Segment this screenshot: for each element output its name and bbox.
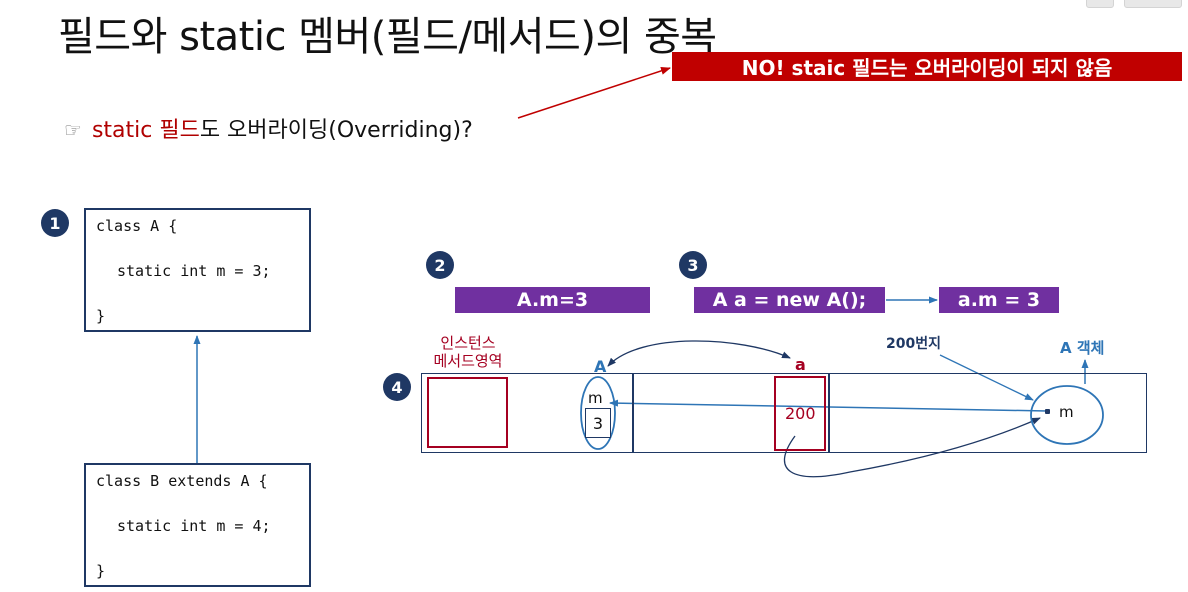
question-highlight: static 필드: [91, 118, 200, 143]
step-badge-4: 4: [383, 373, 411, 401]
code-line: static int m = 4;: [117, 517, 271, 535]
instance-access-expression: a.m = 3: [939, 287, 1059, 313]
method-area-label-line1: 인스턴스: [440, 334, 496, 352]
address-pointer-arrow: [939, 354, 1034, 401]
method-area-box: [427, 377, 508, 448]
step-badge-3: 3: [679, 251, 707, 279]
answer-banner: NO! staic 필드는 오버라이딩이 되지 않음: [672, 52, 1182, 81]
code-line: class A {: [96, 217, 178, 235]
class-b-code: class B extends A { static int m = 4; }: [84, 463, 311, 587]
window-control-left[interactable]: [1086, 0, 1114, 8]
window-control-right[interactable]: [1124, 0, 1182, 8]
method-area-label-line2: 메서드영역: [433, 352, 503, 370]
class-area-ellipse: [580, 376, 616, 450]
pointing-hand-icon: ☞: [64, 118, 82, 142]
step-badge-2: 2: [426, 251, 454, 279]
code-line: static int m = 3;: [117, 262, 271, 280]
code-line: class B extends A {: [96, 472, 268, 490]
ref-var-box: [774, 376, 826, 451]
memory-divider: [828, 373, 830, 453]
step-badge-1: 1: [41, 209, 69, 237]
slide-title: 필드와 static 멤버(필드/메서드)의 중복: [58, 14, 717, 60]
class-field-name: m: [588, 389, 603, 407]
code-line: }: [96, 307, 106, 325]
static-access-expression: A.m=3: [455, 287, 650, 313]
class-a-code: class A { static int m = 3; }: [84, 208, 311, 332]
question-line: ☞ static 필드 도 오버라이딩(Overriding)?: [64, 112, 473, 144]
class-a-label: A: [594, 357, 607, 376]
memory-strip: [421, 373, 1147, 453]
memory-divider: [632, 373, 634, 453]
question-text: 도 오버라이딩(Overriding)?: [199, 118, 473, 143]
object-label: A 객체: [1060, 339, 1105, 357]
ref-var-value: 200: [785, 404, 816, 423]
address-label: 200번지: [886, 336, 941, 352]
class-field-value: 3: [585, 408, 611, 438]
code-line: }: [96, 562, 106, 580]
object-field-dot: [1045, 409, 1050, 414]
ref-to-object-arrow: [783, 417, 1041, 478]
object-field-name: m: [1059, 403, 1074, 421]
instance-creation-expression: A a = new A();: [694, 287, 885, 313]
class-to-ref-arrow: [607, 340, 791, 367]
object-ellipse: [1030, 385, 1104, 445]
answer-pointer-arrow: [517, 67, 671, 119]
ref-var-label: a: [795, 355, 806, 374]
method-area-label: 인스턴스 메서드영역: [424, 334, 512, 370]
